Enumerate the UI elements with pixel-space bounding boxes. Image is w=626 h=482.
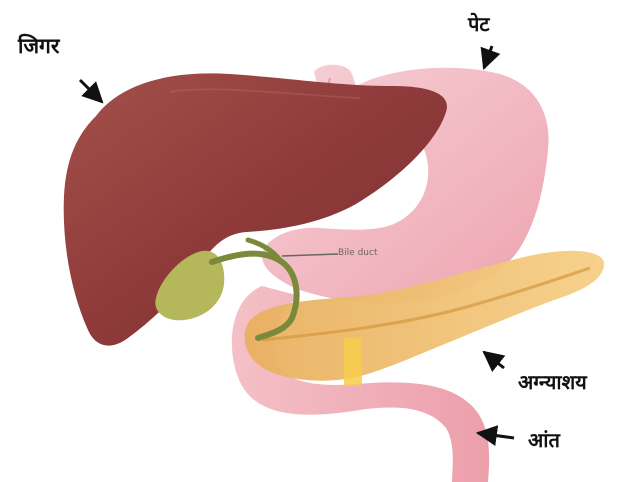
liver-arrow [80, 80, 102, 102]
stomach-label: पेट [468, 14, 489, 34]
liver-label: जिगर [18, 36, 59, 57]
stomach-arrow [484, 46, 492, 68]
pancreas-label: अग्न्याशय [518, 372, 587, 392]
intestine-label: आंत [528, 430, 560, 450]
pancreas-arrow [484, 352, 504, 368]
bile-duct-label: Bile duct [338, 248, 377, 258]
